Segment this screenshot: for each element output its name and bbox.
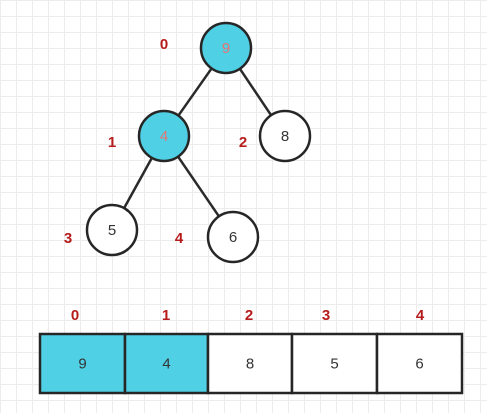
array-cell-value: 4 — [162, 356, 170, 373]
tree-index-label-1: 1 — [108, 134, 116, 151]
tree-index-label-3: 3 — [64, 230, 72, 247]
array-index-label-1: 1 — [162, 307, 170, 324]
tree-node-circle — [206, 210, 260, 264]
array-index-label-2: 2 — [245, 307, 253, 324]
array-cell-box — [38, 332, 127, 395]
tree-node-2: 8 — [258, 109, 312, 163]
tree-node-circle — [85, 203, 139, 257]
array-cell-box — [375, 332, 464, 395]
array-cell-value: 6 — [415, 356, 423, 373]
array-cell-1: 4 — [123, 332, 210, 395]
tree-node-1: 4 — [137, 109, 191, 163]
tree-node-4: 6 — [206, 210, 260, 264]
tree-index-labels: 0 1 2 3 4 — [64, 36, 247, 247]
array-cells: 9 4 8 5 6 — [38, 332, 464, 395]
tree-node-3: 5 — [85, 203, 139, 257]
array-cell-box — [123, 332, 210, 395]
array-index-label-0: 0 — [71, 307, 79, 324]
array-cell-3: 5 — [290, 332, 379, 395]
tree-edge-0-1 — [177, 67, 213, 117]
tree-node-value: 4 — [160, 128, 168, 145]
tree-node-circle — [258, 109, 312, 163]
tree-nodes: 9 4 8 5 6 — [85, 21, 312, 264]
array-index-labels: 0 1 2 3 4 — [71, 307, 425, 324]
array-cell-value: 8 — [246, 356, 254, 373]
tree-node-circle — [199, 21, 253, 75]
tree-node-value: 8 — [281, 128, 289, 145]
array-cell-4: 6 — [375, 332, 464, 395]
tree-index-label-4: 4 — [175, 230, 184, 247]
tree-node-value: 9 — [222, 40, 230, 57]
tree-edge-0-2 — [238, 68, 273, 116]
tree-index-label-0: 0 — [160, 36, 168, 53]
tree-node-circle — [137, 109, 191, 163]
array-index-label-3: 3 — [322, 307, 330, 324]
array-index-label-4: 4 — [416, 307, 425, 324]
array-cell-2: 8 — [206, 332, 294, 395]
tree-node-value: 6 — [229, 229, 237, 246]
array-cell-box — [206, 332, 294, 395]
array-cell-value: 9 — [78, 356, 86, 373]
tree-node-0: 9 — [199, 21, 253, 75]
array-cell-0: 9 — [38, 332, 127, 395]
array-cell-box — [290, 332, 379, 395]
tree-edge-1-3 — [123, 157, 153, 209]
tree-node-value: 5 — [108, 222, 116, 239]
tree-edges — [123, 67, 273, 218]
tree-index-label-2: 2 — [239, 134, 247, 151]
tree-edge-1-4 — [177, 155, 220, 218]
array-cell-value: 5 — [330, 356, 338, 373]
